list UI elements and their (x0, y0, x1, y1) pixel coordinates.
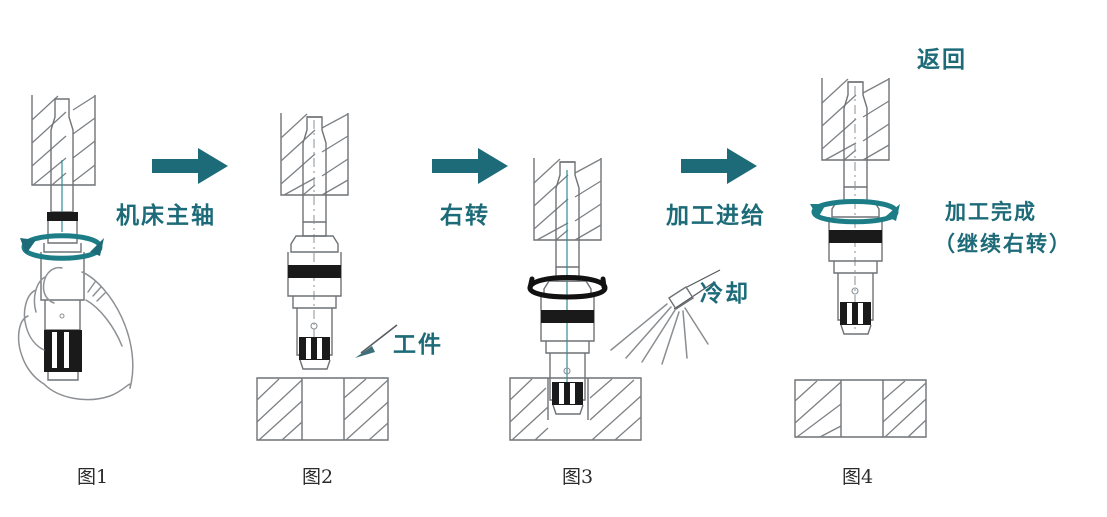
step-1-arrow-label: 机床主轴 (116, 203, 216, 229)
hand-illustration (17, 266, 134, 401)
rotation-arrow-icon-3 (527, 275, 608, 300)
step-2-arrow-label: 右转 (440, 203, 490, 229)
step-1-caption: 图1 (77, 466, 109, 488)
step-4-status-line2: （继续右转） (934, 232, 1072, 256)
step-4-top-label: 返回 (917, 47, 967, 73)
spindle-housing-1 (31, 95, 96, 186)
right-arrow-icon-1 (152, 148, 228, 184)
right-arrow-icon-3 (681, 148, 757, 184)
step-4-status-line1: 加工完成 (945, 200, 1037, 224)
workpiece-block-4 (794, 379, 927, 438)
coolant-label: 冷却 (700, 281, 750, 307)
spray-nozzle-icon (610, 269, 721, 365)
toolholder-collar-1 (43, 212, 82, 253)
toolholder-4 (828, 187, 883, 274)
rotation-arrow-icon-1 (20, 233, 104, 261)
workpiece-block-3 (509, 377, 642, 441)
leader-arrow-icon-2 (355, 324, 398, 358)
tool-body-2 (296, 308, 333, 370)
right-arrow-icon-2 (432, 148, 508, 184)
tool-body-4 (837, 273, 874, 335)
workpiece-block-2 (256, 377, 389, 441)
step-3-arrow-label: 加工进给 (666, 203, 766, 229)
step-4-caption: 图4 (842, 466, 874, 488)
step-2-caption: 图2 (302, 466, 334, 488)
step-3-caption: 图3 (562, 466, 594, 488)
toolholder-2 (287, 222, 342, 309)
workpiece-callout-label: 工件 (393, 332, 443, 358)
tool-body-3 (549, 353, 586, 415)
spindle-housing-4 (821, 78, 890, 161)
rotation-arrow-icon-4 (810, 199, 900, 225)
spindle-shank-4 (843, 81, 868, 330)
tool-cutting-head-1 (44, 330, 82, 381)
